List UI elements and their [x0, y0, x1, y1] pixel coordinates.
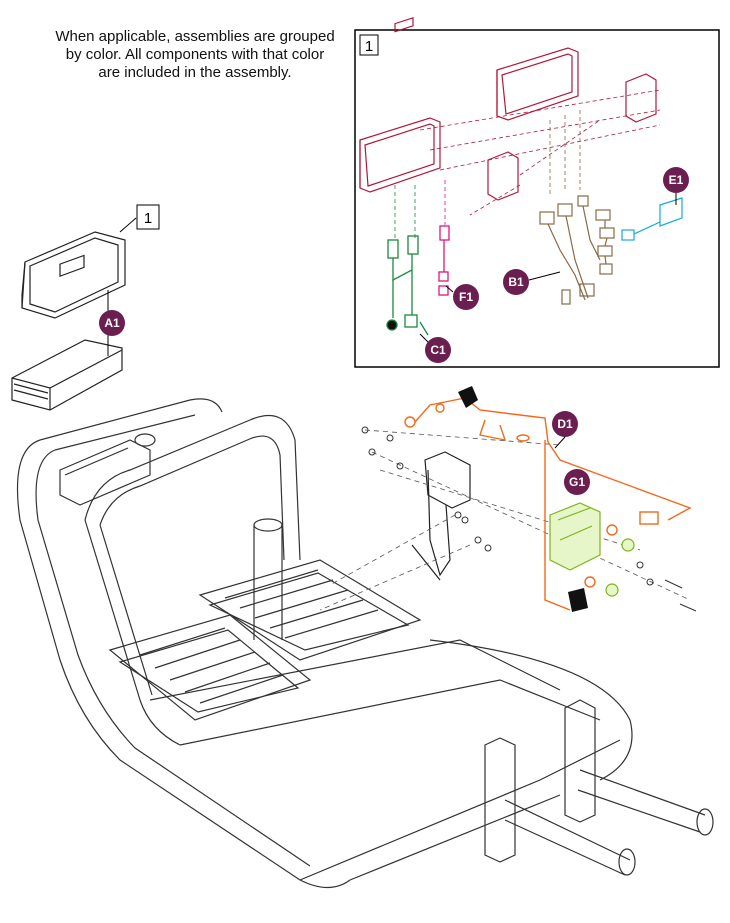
fuse-block-g1	[549, 502, 635, 597]
controller-module-front	[359, 17, 441, 193]
svg-text:E1: E1	[669, 173, 684, 187]
mounting-bracket-rear	[625, 73, 657, 123]
inset-detail-box: 1	[354, 17, 720, 368]
callout-c1: C1	[425, 337, 451, 363]
svg-text:G1: G1	[569, 475, 585, 489]
callout-d1: D1	[552, 411, 578, 437]
callout-e1: E1	[663, 167, 689, 193]
controller-module-a1	[21, 231, 126, 319]
harness-mount-bracket	[411, 451, 471, 581]
mounting-bracket-front	[487, 151, 519, 201]
inset-ref-number: 1	[365, 38, 373, 55]
controller-module-rear	[496, 47, 579, 121]
callout-f1: F1	[453, 284, 479, 310]
power-base-frame	[17, 398, 714, 889]
svg-text:D1: D1	[557, 417, 573, 431]
svg-text:F1: F1	[459, 290, 473, 304]
module-ref-box: 1	[119, 204, 160, 233]
callout-a1: A1	[99, 310, 125, 336]
module-ref-number: 1	[144, 210, 152, 227]
assembly-color-note: When applicable, assemblies are grouped …	[30, 28, 360, 82]
svg-text:B1: B1	[508, 275, 524, 289]
note-line-3: are included in the assembly.	[98, 64, 292, 81]
hardware-leader-lines	[319, 429, 691, 611]
note-line-1: When applicable, assemblies are grouped	[55, 28, 335, 45]
note-line-2: by color. All components with that color	[65, 46, 325, 63]
harness-b1-tan	[539, 195, 615, 305]
harness-f1-magenta	[438, 225, 450, 296]
fastener-hardware	[361, 426, 697, 612]
harness-c1-green	[386, 235, 429, 336]
harness-e1-cyan	[621, 197, 683, 241]
svg-text:C1: C1	[430, 343, 446, 357]
svg-text:A1: A1	[104, 316, 120, 330]
battery-terminals	[458, 386, 588, 612]
harness-d1-orange	[404, 397, 692, 611]
controller-box-a1	[11, 339, 123, 411]
callout-b1: B1	[503, 269, 529, 295]
callout-g1: G1	[564, 469, 590, 495]
